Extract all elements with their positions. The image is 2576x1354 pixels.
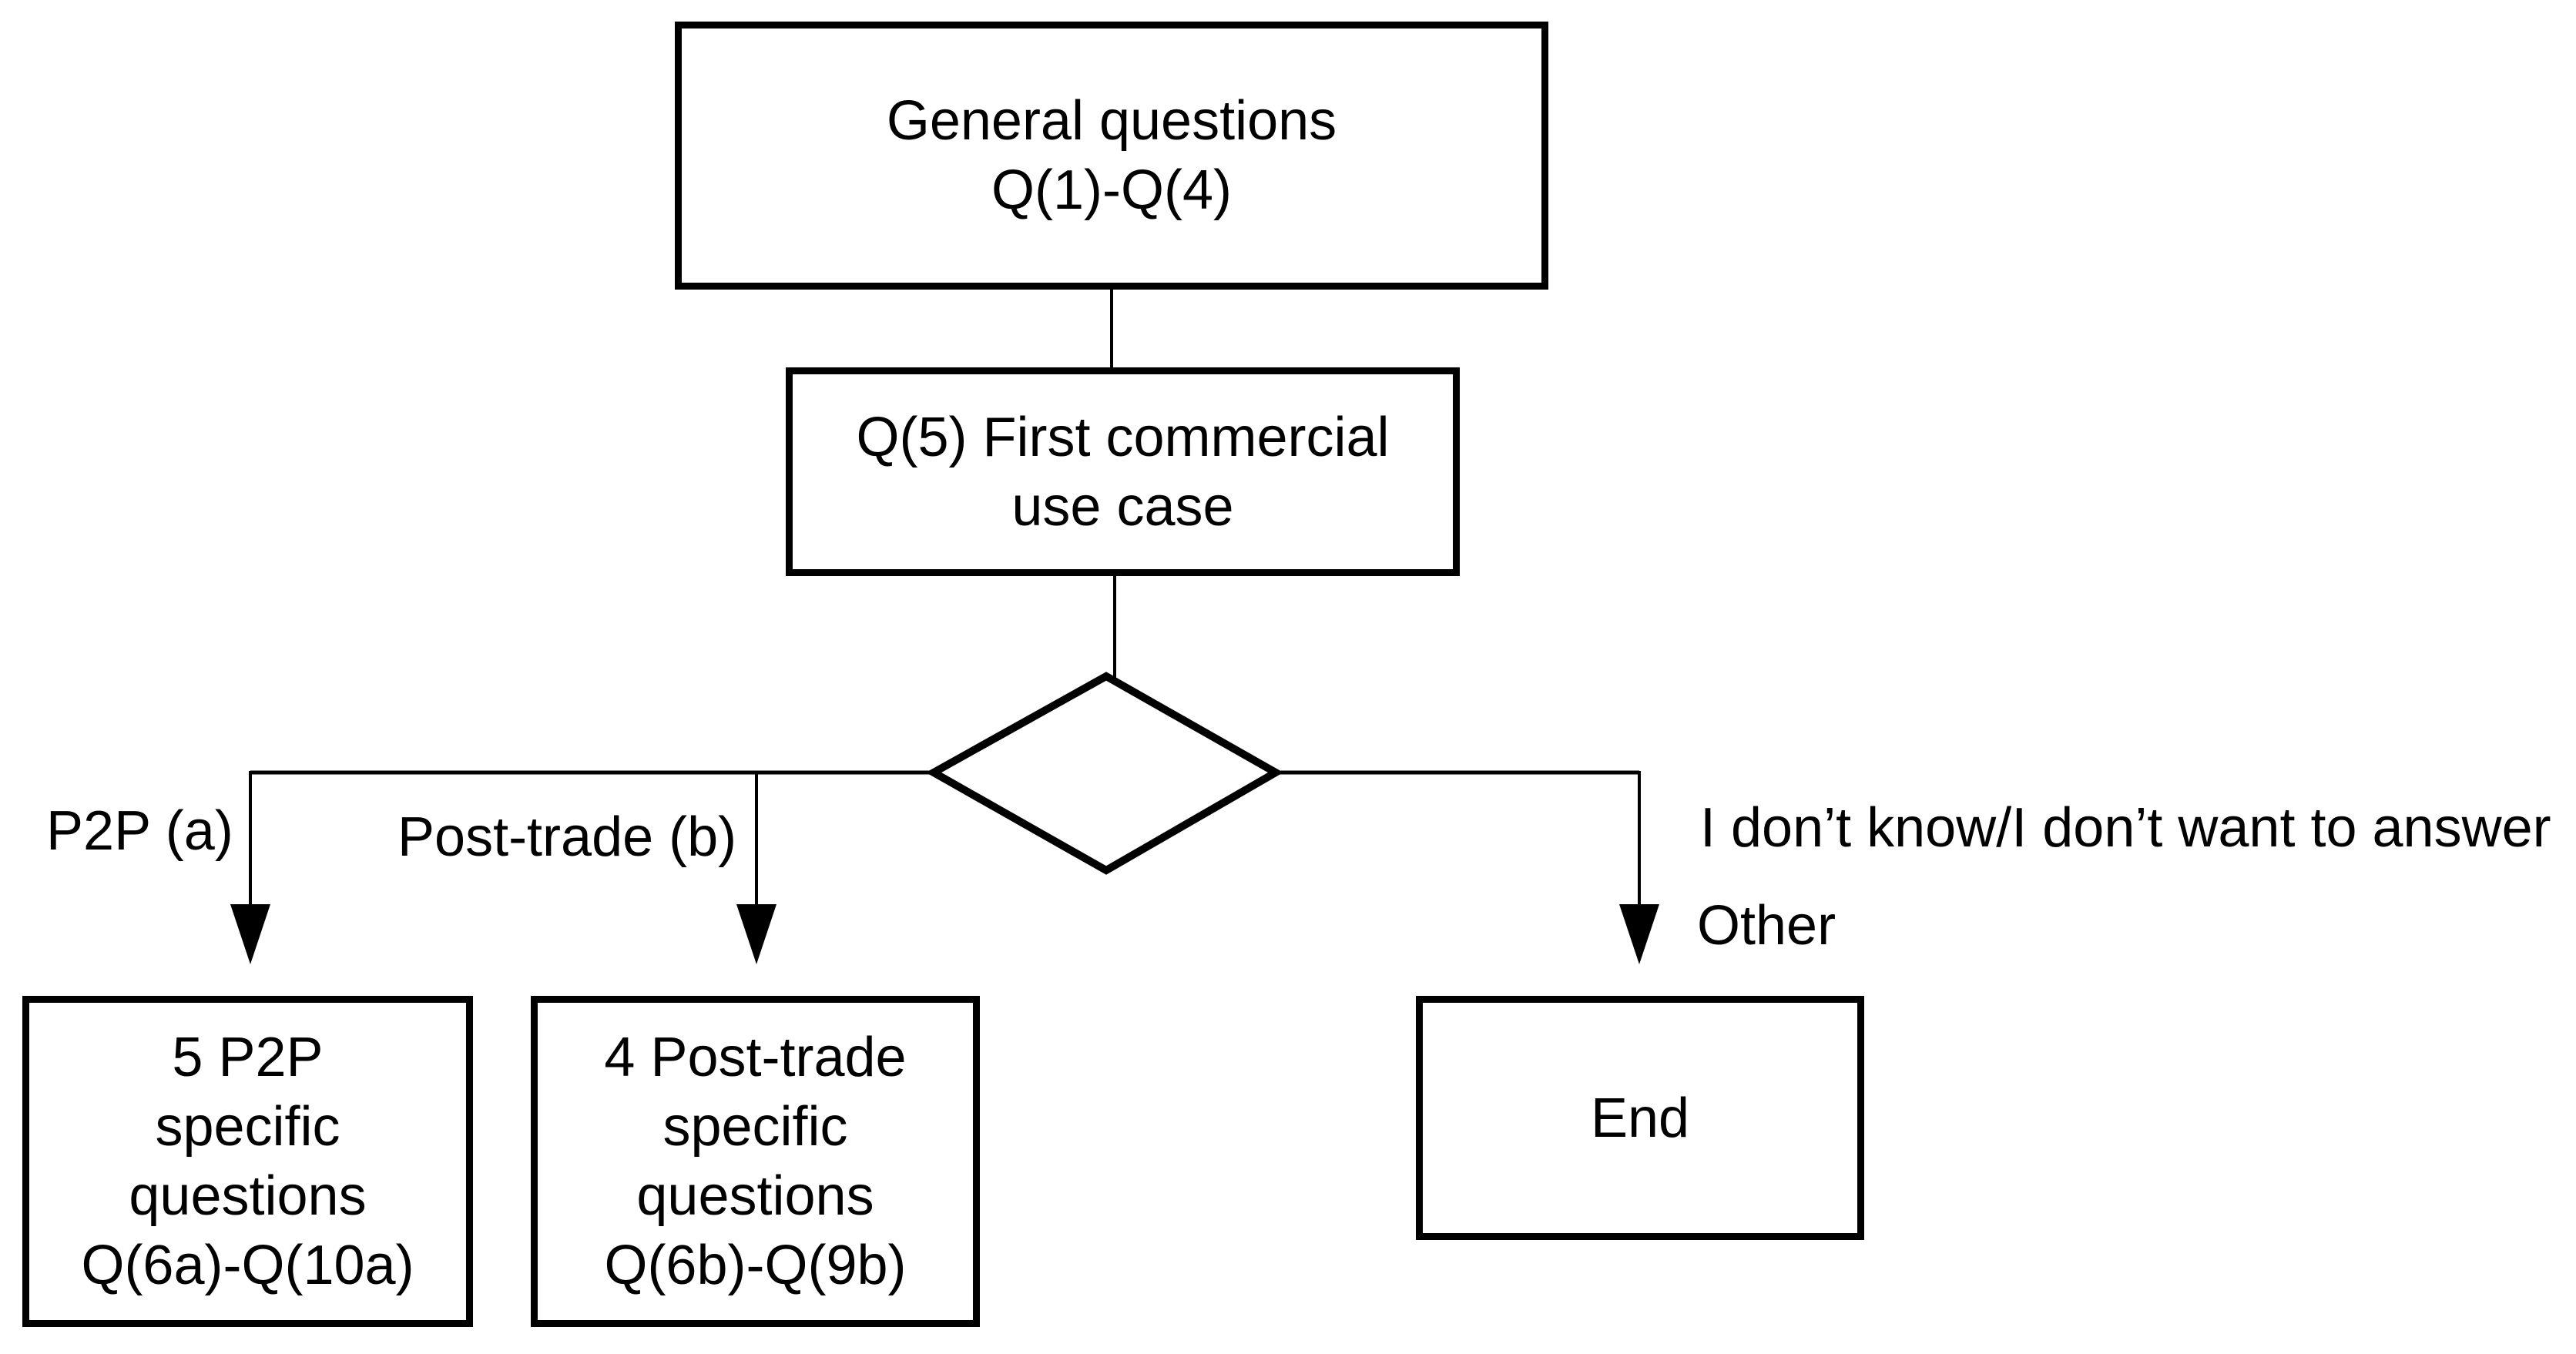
arrowhead-posttrade-icon [736, 904, 776, 964]
node-p2p-specific-questions: 5 P2P specific questions Q(6a)-Q(10a) [22, 996, 473, 1327]
branch-label-dont-know: I don’t know/I don’t want to answer [1700, 797, 2551, 859]
branch-label-other: Other [1697, 895, 1836, 957]
node-general-questions: General questions Q(1)-Q(4) [675, 22, 1548, 290]
node-p2p-label: 5 P2P specific questions Q(6a)-Q(10a) [81, 1027, 414, 1296]
arrowhead-p2p-icon [230, 904, 270, 964]
node-end: End [1416, 996, 1864, 1240]
arrowhead-end-icon [1619, 904, 1659, 964]
node-posttrade-label: 4 Post-trade specific questions Q(6b)-Q(… [604, 1027, 907, 1296]
node-q5-label: Q(5) First commercial use case [856, 406, 1390, 538]
decision-diamond-shape [925, 672, 1284, 875]
branch-label-posttrade: Post-trade (b) [397, 806, 737, 868]
node-end-label: End [1590, 1087, 1690, 1149]
node-posttrade-specific-questions: 4 Post-trade specific questions Q(6b)-Q(… [531, 996, 980, 1327]
branch-label-p2p: P2P (a) [46, 800, 233, 862]
node-general-questions-label: General questions Q(1)-Q(4) [886, 90, 1337, 221]
node-q5-first-commercial-use-case: Q(5) First commercial use case [786, 367, 1460, 576]
